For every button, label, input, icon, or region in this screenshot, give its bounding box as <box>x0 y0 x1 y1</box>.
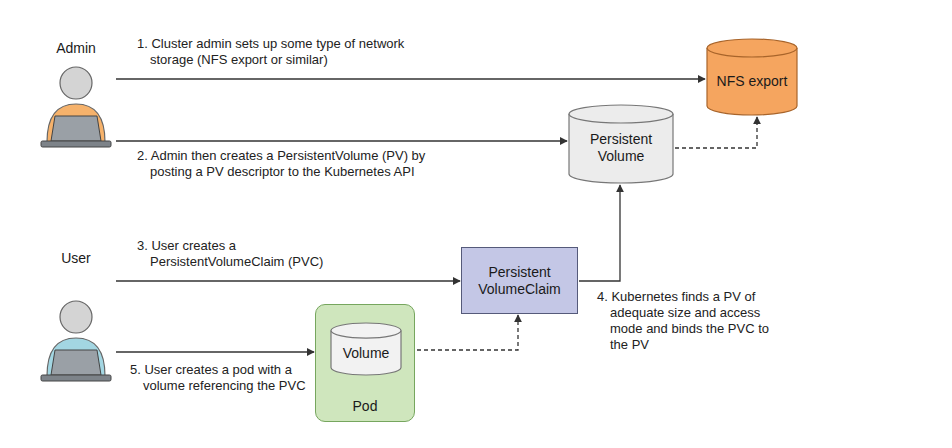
step-label: 5. User creates a pod with a volume refe… <box>130 362 310 394</box>
node-label: User <box>61 250 91 267</box>
arrow-connector <box>116 280 460 281</box>
arrow-connector <box>579 185 620 281</box>
admin-figure: Admin <box>38 40 114 148</box>
step-label: 3. User creates a PersistentVolumeClaim … <box>137 238 337 270</box>
node-label: Pod <box>316 398 414 415</box>
step-label: 2. Admin then creates a PersistentVolume… <box>137 148 437 180</box>
claim-box: Persistent VolumeClaim <box>461 247 578 314</box>
arrow-connector <box>116 351 314 352</box>
volume-cylinder: Persistent Volume <box>568 104 674 184</box>
step-label: 1. Cluster admin sets up some type of ne… <box>137 36 405 68</box>
user-figure: User <box>38 250 114 382</box>
arrow-connector <box>116 140 567 141</box>
node-label: Volume <box>343 345 390 362</box>
person-figure <box>38 271 114 382</box>
node-label: Admin <box>56 40 96 57</box>
storage-cylinder: NFS export <box>706 38 798 116</box>
node-label: NFS export <box>717 73 788 90</box>
person-figure <box>38 61 114 148</box>
node-label: Persistent VolumeClaim <box>470 264 569 298</box>
pod-box: Pod Volume <box>315 304 415 422</box>
step-label: 4. Kubernetes finds a PV of adequate siz… <box>597 289 777 353</box>
volume-cylinder: Volume <box>330 322 402 376</box>
dashed-connector <box>675 117 757 148</box>
node-label: Persistent Volume <box>574 131 668 165</box>
dashed-connector <box>403 315 518 350</box>
arrow-connector <box>116 78 705 79</box>
